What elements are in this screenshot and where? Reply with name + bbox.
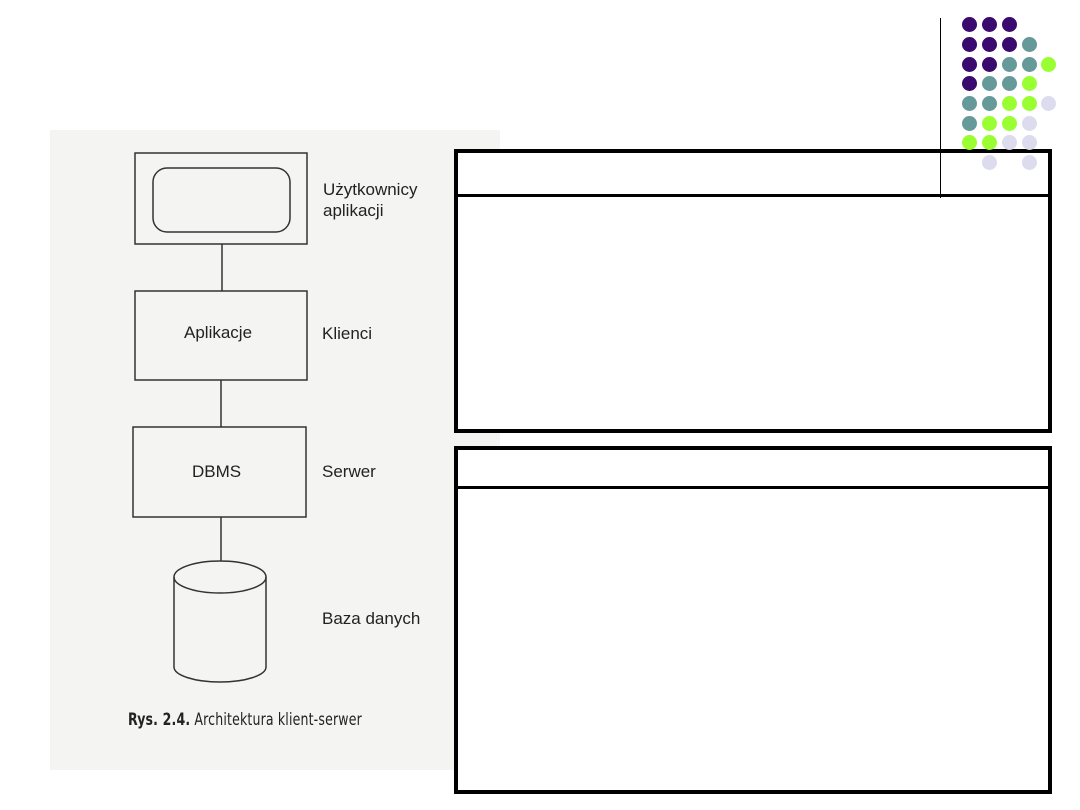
- client-server-diagram: [132, 152, 308, 683]
- decorative-dot: [1022, 57, 1037, 72]
- caption-text: Architektura klient-serwer: [194, 710, 362, 730]
- application-box-label: Aplikacje: [184, 323, 253, 342]
- decorative-dot: [962, 17, 977, 32]
- decorative-dot: [1002, 135, 1017, 150]
- caption-number: Rys. 2.4.: [128, 710, 191, 730]
- decorative-dot: [1022, 116, 1037, 131]
- scanned-figure: Użytkownicy aplikacji Aplikacje Klienci …: [50, 130, 500, 770]
- decorative-dot: [962, 57, 977, 72]
- content-panel-bottom: [454, 446, 1052, 794]
- decorative-dot: [962, 135, 977, 150]
- figure-caption: Rys. 2.4. Architektura klient-serwer: [128, 710, 362, 730]
- terminal-screen: [152, 167, 291, 233]
- user-terminal-box: [134, 152, 308, 245]
- panel-header: [458, 153, 1048, 197]
- decorative-dot: [1002, 57, 1017, 72]
- decorative-dot: [982, 96, 997, 111]
- decorative-dot: [962, 96, 977, 111]
- dbms-box-label: DBMS: [192, 462, 242, 481]
- users-label-line2: aplikacji: [323, 201, 384, 220]
- decorative-dot: [1041, 57, 1056, 72]
- decorative-dot: [982, 116, 997, 131]
- server-label: Serwer: [322, 462, 376, 481]
- decorative-dot: [982, 17, 997, 32]
- decorative-dot: [1022, 135, 1037, 150]
- decorative-dot: [982, 57, 997, 72]
- decorative-dot: [982, 37, 997, 52]
- database-label: Baza danych: [322, 609, 421, 628]
- decorative-dot: [982, 76, 997, 91]
- decorative-dot: [982, 135, 997, 150]
- decorative-dot: [962, 76, 977, 91]
- decorative-dot: [1002, 17, 1017, 32]
- decorative-dot: [1022, 96, 1037, 111]
- content-panel-top: [454, 149, 1052, 433]
- decorative-dot: [1002, 37, 1017, 52]
- panel-header: [458, 450, 1048, 489]
- clients-label: Klienci: [322, 324, 373, 343]
- users-label: Użytkownicy: [323, 180, 418, 199]
- decorative-dot: [1022, 76, 1037, 91]
- database-cylinder-icon: [173, 560, 267, 683]
- decorative-dot: [1002, 116, 1017, 131]
- decorative-dot: [1022, 37, 1037, 52]
- decorative-dot: [1002, 76, 1017, 91]
- decorative-dot: [1041, 96, 1056, 111]
- dbms-box: [132, 426, 307, 518]
- decorative-dot: [962, 37, 977, 52]
- decorative-dot: [1002, 96, 1017, 111]
- decorative-dot: [962, 116, 977, 131]
- decorative-divider: [940, 18, 941, 198]
